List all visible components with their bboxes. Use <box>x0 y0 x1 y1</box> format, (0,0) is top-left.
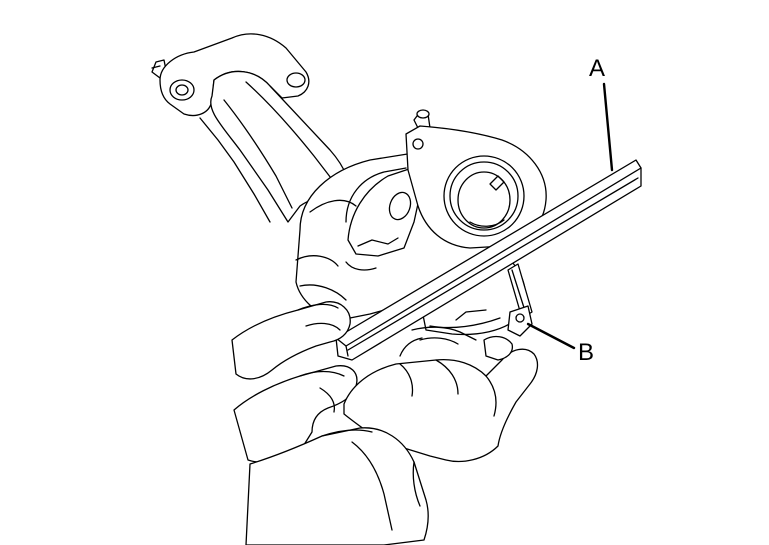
right-hand <box>343 326 539 463</box>
callout-b-leader <box>526 322 576 350</box>
left-hand-fingers <box>231 301 351 380</box>
flange-bolt-hole-left <box>169 79 195 101</box>
exhaust-manifold <box>151 33 547 336</box>
feeler-gauge-handle <box>507 305 533 337</box>
callout-b-label: B <box>578 339 594 366</box>
outlet-port <box>443 155 525 237</box>
heat-shield <box>347 167 425 257</box>
callout-a-label: A <box>589 55 605 82</box>
flange-bolt-hole-right <box>286 72 306 88</box>
arm-sleeve <box>245 427 429 545</box>
feeler-gauge <box>507 263 533 337</box>
straightedge <box>335 159 642 361</box>
callout-a-leader <box>602 82 614 172</box>
right-thumb <box>483 335 514 361</box>
left-hand <box>231 301 358 463</box>
sleeve-body <box>245 427 429 545</box>
